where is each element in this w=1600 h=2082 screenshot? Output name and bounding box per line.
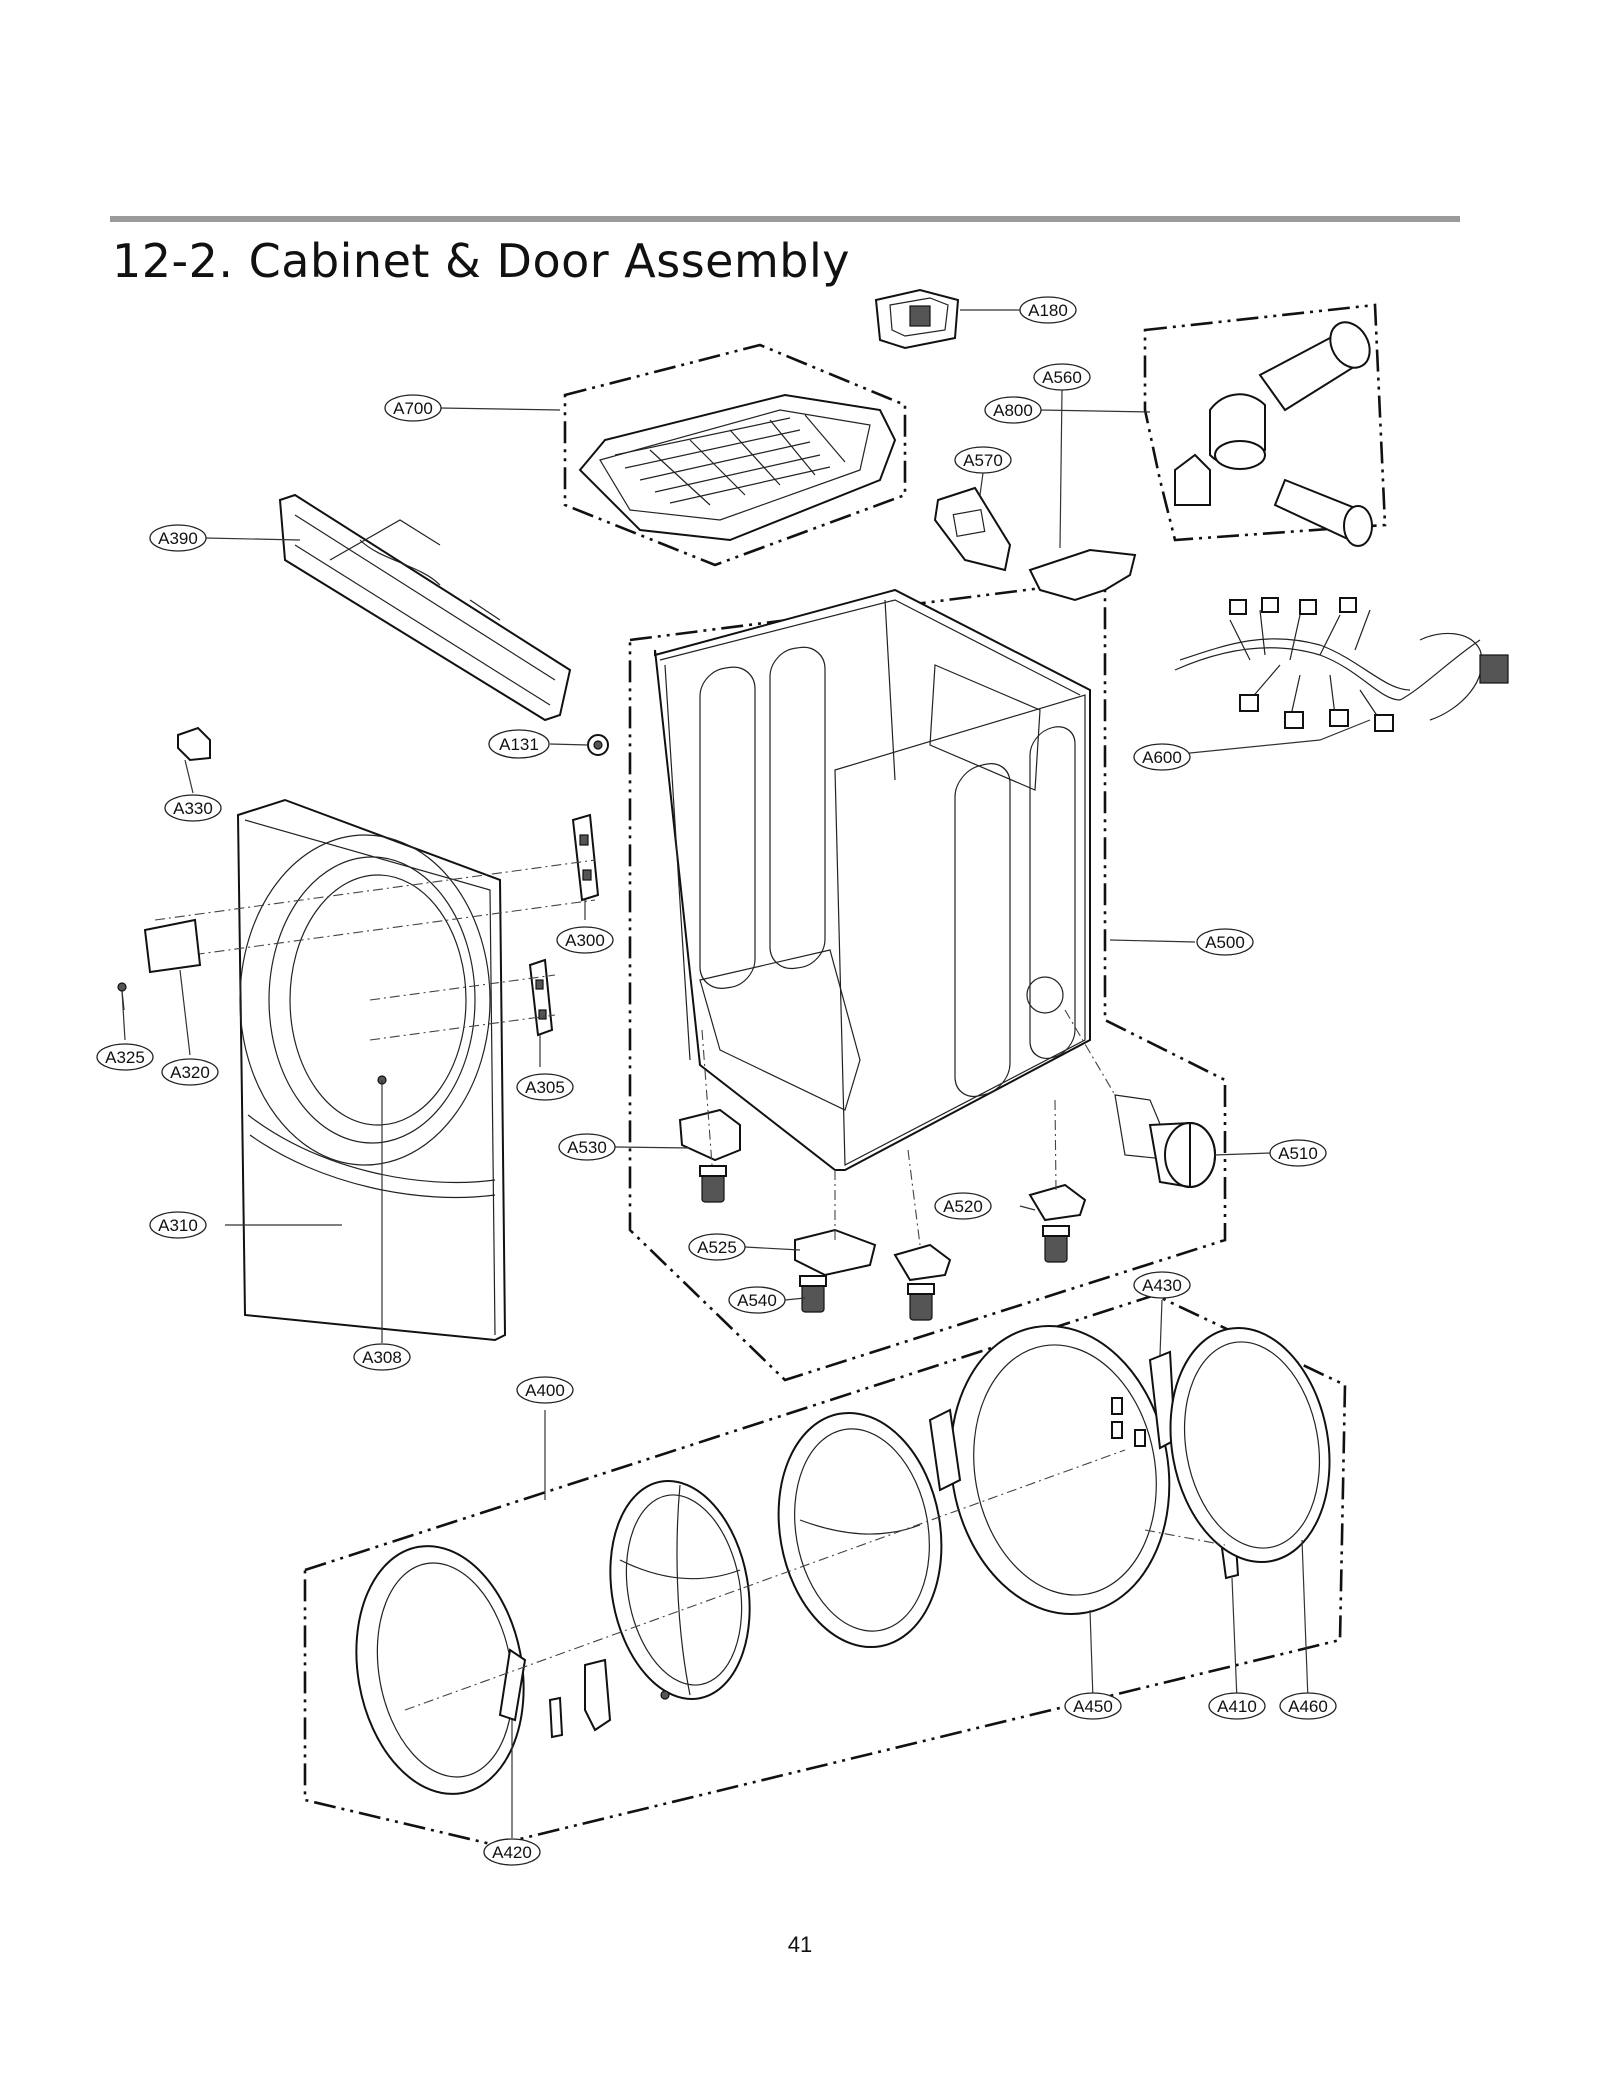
callout-a700: A700 (384, 394, 442, 422)
a510-duct-part (1114, 1094, 1216, 1189)
back-panel-part (278, 493, 572, 722)
callout-a430: A430 (1133, 1271, 1191, 1299)
svg-text:A300: A300 (565, 931, 605, 950)
duct-group-boundary (1143, 303, 1387, 542)
door-outer-ring-part (355, 1545, 527, 1795)
a300-hinge-part (571, 813, 600, 902)
svg-text:A520: A520 (943, 1197, 983, 1216)
svg-text:A510: A510 (1278, 1144, 1318, 1163)
a560-bracket-part (1028, 548, 1137, 602)
svg-text:A450: A450 (1073, 1697, 1113, 1716)
callout-a600: A600 (1133, 743, 1191, 771)
callout-a131: A131 (488, 729, 550, 759)
a305-hinge-part (528, 958, 554, 1037)
svg-text:A131: A131 (499, 735, 539, 754)
callout-a560: A560 (1033, 363, 1091, 391)
callout-a325: A325 (96, 1043, 154, 1071)
a131-knob-part (587, 734, 609, 756)
callout-a390: A390 (149, 524, 207, 552)
a525-bracket-part (794, 1228, 952, 1282)
svg-text:A600: A600 (1142, 748, 1182, 767)
callout-a300: A300 (556, 926, 614, 954)
callout-a500: A500 (1196, 928, 1254, 956)
svg-text:A570: A570 (963, 451, 1003, 470)
callout-a450: A450 (1064, 1692, 1122, 1720)
callout-a570: A570 (954, 446, 1012, 474)
callout-a420: A420 (483, 1838, 541, 1866)
cabinet-foot-part (799, 1275, 827, 1313)
callout-a180: A180 (1019, 296, 1077, 324)
cabinet-foot-part (699, 1165, 727, 1203)
svg-text:A420: A420 (492, 1843, 532, 1862)
svg-text:A320: A320 (170, 1063, 210, 1082)
svg-text:A540: A540 (737, 1291, 777, 1310)
header-rule (110, 216, 1460, 222)
cabinet-foot-part (1042, 1225, 1070, 1263)
callout-a305: A305 (516, 1073, 574, 1101)
callout-a330: A330 (164, 794, 222, 822)
a450-door-frame-part (928, 1324, 1171, 1616)
svg-text:A330: A330 (173, 799, 213, 818)
callout-a460: A460 (1279, 1692, 1337, 1720)
callout-a800: A800 (984, 396, 1042, 424)
svg-text:A525: A525 (697, 1238, 737, 1257)
callout-a540: A540 (728, 1286, 786, 1314)
svg-text:A400: A400 (525, 1381, 565, 1400)
duct-assembly-part (1174, 321, 1373, 547)
leader-lines (121, 309, 1371, 1838)
svg-text:A390: A390 (158, 529, 198, 548)
callout-a310: A310 (149, 1211, 207, 1239)
callout-a525: A525 (688, 1233, 746, 1261)
page-number: 41 (787, 1932, 813, 1957)
wire-harness-part (1174, 597, 1509, 732)
callout-a308: A308 (353, 1343, 411, 1371)
callout-a530: A530 (558, 1133, 616, 1161)
callout-a510: A510 (1269, 1139, 1327, 1167)
svg-text:A325: A325 (105, 1048, 145, 1067)
page-title: 12-2. Cabinet & Door Assembly (112, 234, 850, 288)
upper-cover-group-boundary (563, 343, 907, 567)
a460-gasket-part (1169, 1327, 1331, 1563)
svg-text:A530: A530 (567, 1138, 607, 1157)
svg-text:A560: A560 (1042, 368, 1082, 387)
callout-a520: A520 (934, 1192, 992, 1220)
svg-text:A500: A500 (1205, 933, 1245, 952)
front-panel-part (236, 798, 507, 1342)
a330-latch-part (177, 726, 211, 762)
door-latch-part (548, 1658, 670, 1739)
cabinet-foot-part (907, 1283, 935, 1321)
svg-text:A430: A430 (1142, 1276, 1182, 1295)
top-cover-part (578, 393, 897, 542)
svg-text:A800: A800 (993, 401, 1033, 420)
door-glass-part (609, 1480, 751, 1700)
svg-text:A410: A410 (1217, 1697, 1257, 1716)
a520-bracket-part (1028, 1183, 1087, 1222)
callout-a400: A400 (516, 1376, 574, 1404)
cabinet-group-boundary (628, 578, 1227, 1382)
a320-bracket-part (143, 918, 202, 974)
callout-a410: A410 (1208, 1692, 1266, 1720)
a570-bracket-part (933, 486, 1012, 572)
callout-a320: A320 (161, 1058, 219, 1086)
a180-module-part (874, 288, 960, 350)
svg-text:A305: A305 (525, 1078, 565, 1097)
svg-text:A308: A308 (362, 1348, 402, 1367)
door-inner-frame-part (777, 1411, 943, 1649)
svg-text:A460: A460 (1288, 1697, 1328, 1716)
svg-text:A310: A310 (158, 1216, 198, 1235)
svg-text:A180: A180 (1028, 301, 1068, 320)
cabinet-body-part (654, 588, 1091, 1171)
svg-text:A700: A700 (393, 399, 433, 418)
